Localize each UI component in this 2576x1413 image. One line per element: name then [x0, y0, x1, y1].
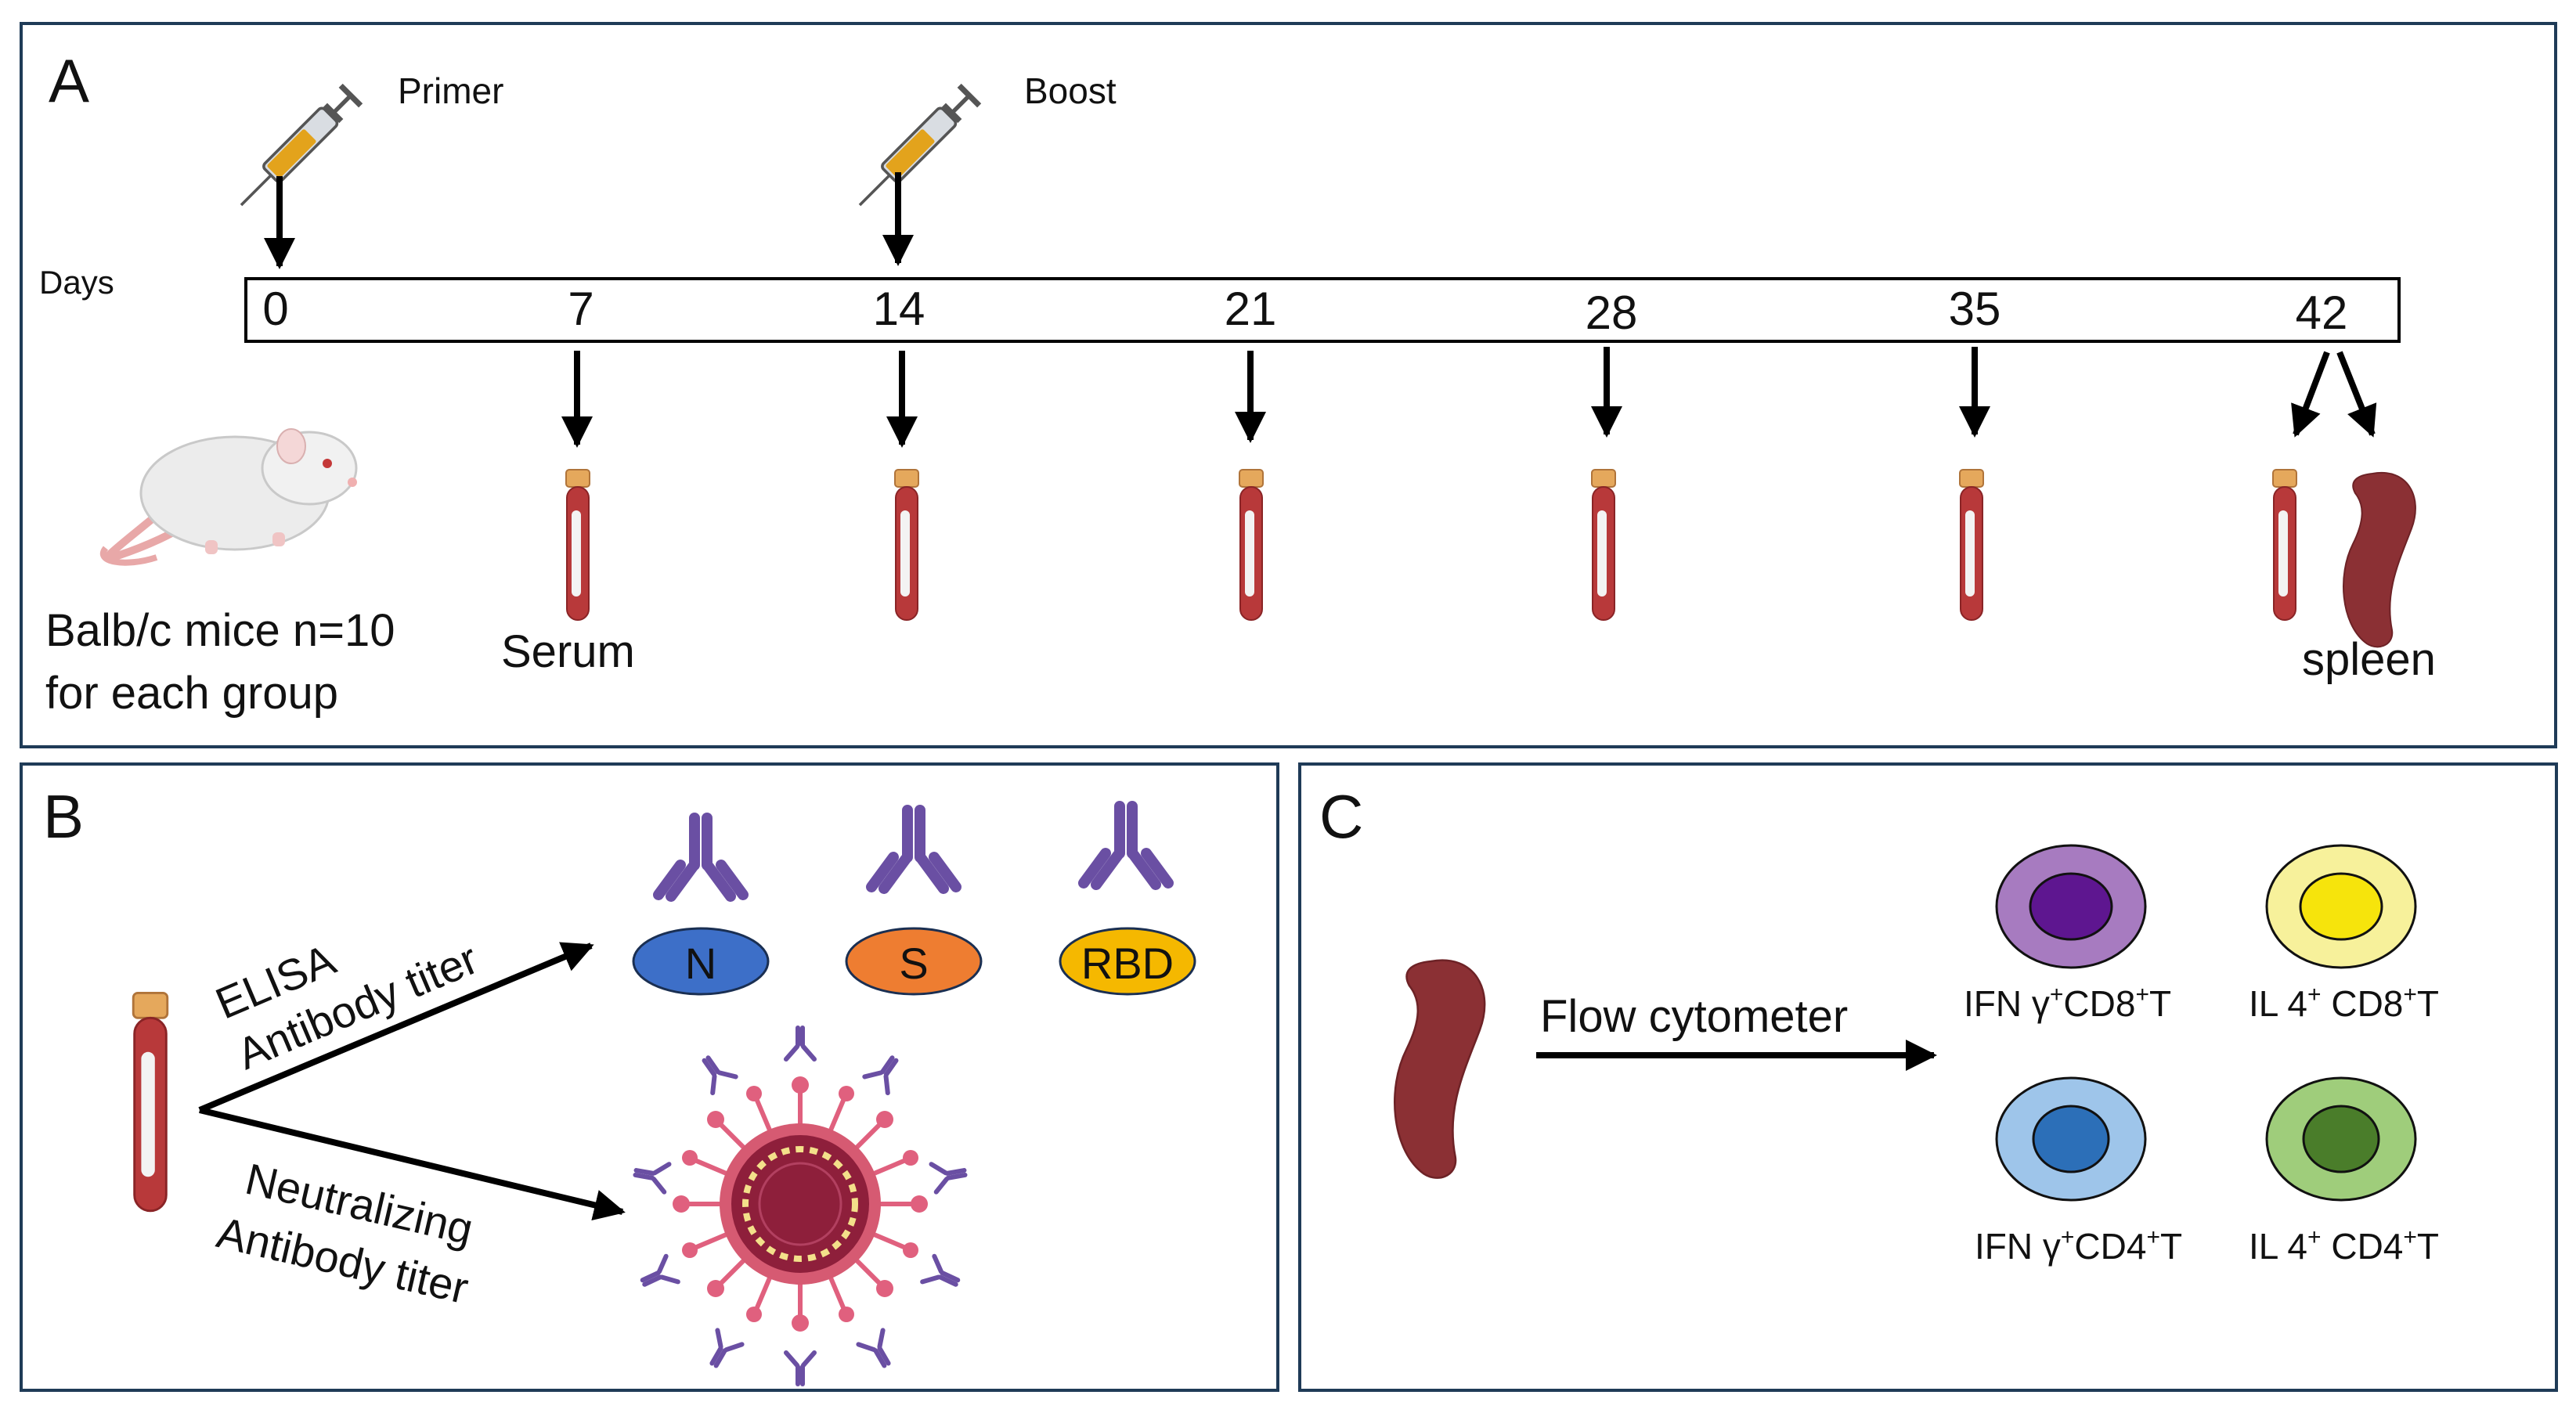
days-label: Days: [39, 264, 114, 301]
antigen-n-label: N: [685, 939, 716, 988]
antigen-rbd: [1059, 927, 1196, 996]
antigen-n: [632, 927, 770, 996]
panel-a-letter: A: [49, 46, 89, 115]
cell-label-ifn-cd8: IFN γ+CD8+T: [1964, 982, 2171, 1024]
cell-label-ifn-cd4: IFN γ+CD4+T: [1975, 1224, 2182, 1267]
cell-il4-cd4-icon: [2265, 1076, 2417, 1202]
mouse-icon: [99, 428, 358, 566]
serum-label: Serum: [501, 626, 635, 677]
day-tick-14: 14: [873, 283, 925, 335]
panel-b-letter: B: [43, 782, 84, 851]
mice-line2: for each group: [45, 668, 338, 719]
boost-label: Boost: [1024, 70, 1117, 111]
blood-tube-b-icon: [132, 991, 169, 1213]
primer-label: Primer: [398, 70, 503, 111]
day-tick-7: 7: [568, 283, 593, 335]
blood-tube-day42-icon: [2272, 469, 2297, 621]
blood-tube-day28-icon: [1591, 469, 1616, 621]
day-tick-0: 0: [262, 283, 288, 335]
elisa-arrow: [198, 942, 594, 1113]
day-tick-28: 28: [1586, 287, 1638, 339]
virus-antibody-icon: [633, 1028, 967, 1384]
day-tick-42: 42: [2296, 287, 2348, 339]
timeline-days: 0 7 14 21 28 35 42: [262, 283, 2347, 339]
panel-c-letter: C: [1319, 782, 1363, 851]
cell-ifn-cd8-icon: [1995, 844, 2147, 969]
neutralizing-arrow: [199, 1107, 626, 1221]
mice-line1: Balb/c mice n=10: [45, 605, 395, 656]
cell-ifn-cd4-icon: [1995, 1076, 2147, 1202]
timeline-bar: [244, 277, 2401, 343]
sampling-arrows: [561, 347, 2377, 448]
cell-label-il4-cd4: IL 4+ CD4+T: [2249, 1224, 2439, 1267]
day-tick-35: 35: [1949, 283, 2001, 335]
antigen-rbd-label: RBD: [1081, 939, 1174, 988]
cell-il4-cd8-icon: [2265, 844, 2417, 969]
flow-cytometer-label: Flow cytometer: [1540, 991, 1848, 1042]
panel-b: B ELISA Antibody titer Neutralizing Anti…: [20, 762, 1279, 1392]
antigen-s-label: S: [899, 939, 928, 988]
day-tick-21: 21: [1225, 283, 1277, 335]
blood-tube-day7-icon: [565, 469, 590, 621]
blood-tube-day21-icon: [1239, 469, 1264, 621]
antigen-s: [845, 927, 983, 996]
cell-label-il4-cd8: IL 4+ CD8+T: [2249, 982, 2439, 1024]
spleen-label: spleen: [2302, 634, 2436, 685]
blood-tube-day14-icon: [894, 469, 919, 621]
panel-c: C Flow cytometer IFN γ+CD8+T IL 4+ CD8+: [1298, 762, 2558, 1392]
blood-tube-day35-icon: [1959, 469, 1984, 621]
panel-a: A Primer Boost Days 0 7 14 21 28 35 42: [20, 22, 2557, 748]
